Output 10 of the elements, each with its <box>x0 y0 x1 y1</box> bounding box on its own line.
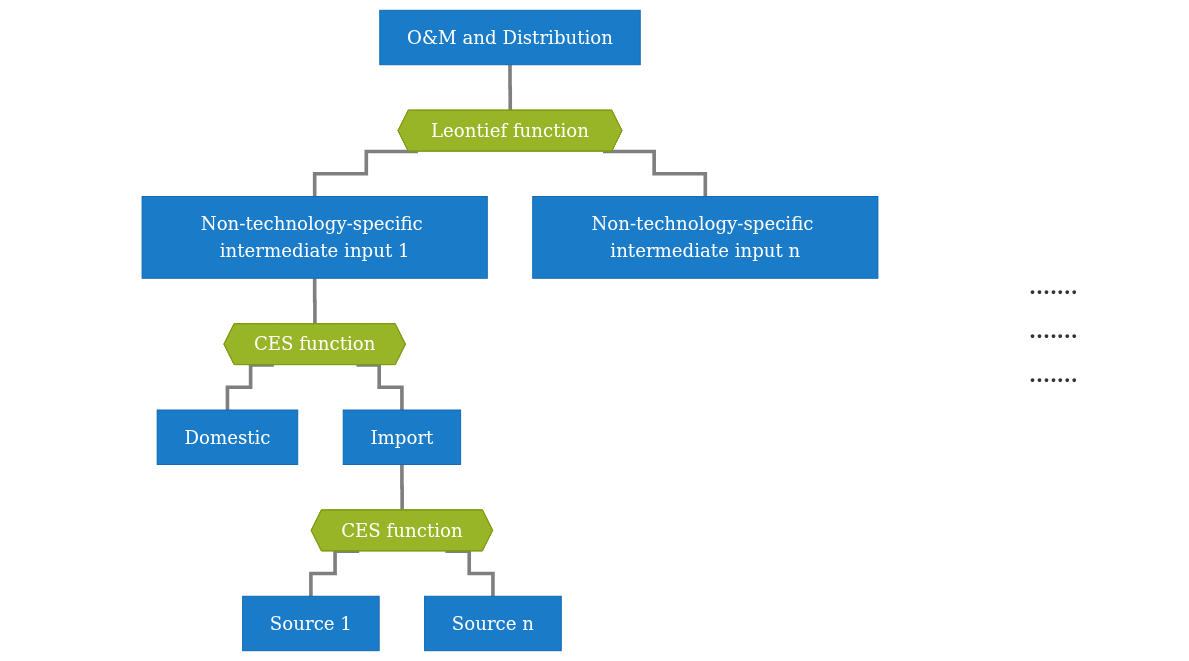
node-box: Source 1 <box>241 595 380 652</box>
node-box: O&M and Distribution <box>378 9 641 66</box>
node-box: Domestic <box>156 409 298 465</box>
node-box: Non-technology-specific intermediate input 1 <box>141 196 488 279</box>
ellipsis-mark: ....... <box>1029 274 1079 299</box>
ellipsis-mark: ....... <box>1029 318 1079 343</box>
ellipsis-mark: ....... <box>1029 362 1079 387</box>
node-box: Import <box>342 409 461 465</box>
node-box: Non-technology-specific intermediate input n <box>531 196 878 279</box>
node-box: Source n <box>423 595 562 652</box>
